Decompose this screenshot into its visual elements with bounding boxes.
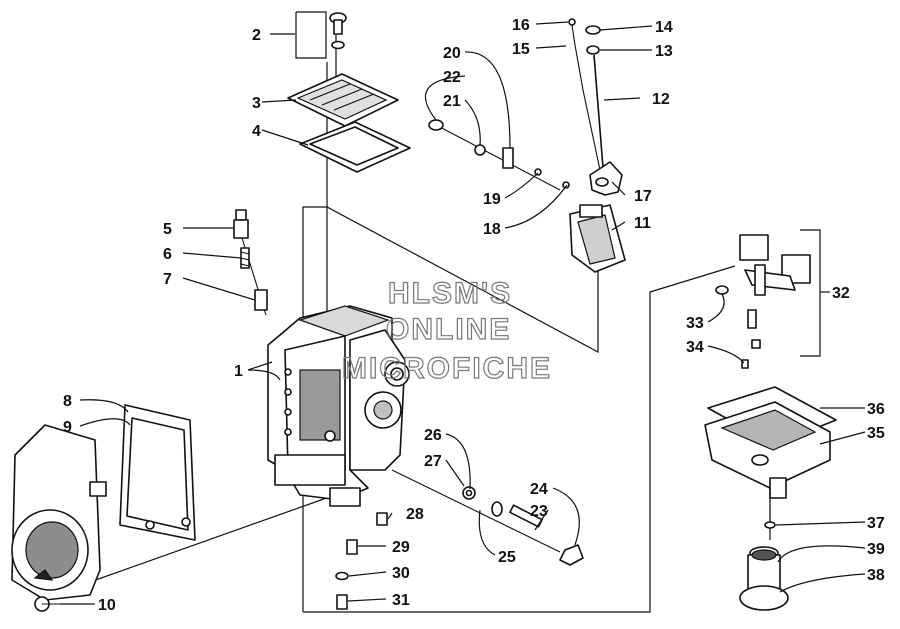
callout-12: 12 xyxy=(652,91,670,108)
callout-27: 27 xyxy=(424,453,442,470)
callout-24: 24 xyxy=(530,481,548,498)
intake-adapter-part-9 xyxy=(11,424,107,601)
callout-34: 34 xyxy=(686,339,704,356)
callout-5: 5 xyxy=(163,221,172,238)
screw-washer-part-2 xyxy=(329,12,347,50)
callout-11: 11 xyxy=(634,215,651,232)
watermark-line-2: ONLINE xyxy=(386,313,511,346)
callout-14: 14 xyxy=(655,19,673,36)
callout-labels: 2 3 4 5 6 7 1 8 9 10 16 15 14 13 12 20 2… xyxy=(63,17,885,614)
callout-15: 15 xyxy=(512,41,530,58)
jets-parts-28-31 xyxy=(335,512,388,610)
callout-37: 37 xyxy=(867,515,885,532)
callout-3: 3 xyxy=(252,95,261,112)
callout-17: 17 xyxy=(634,188,652,205)
callout-32: 32 xyxy=(832,285,850,302)
gasket-part-4 xyxy=(299,121,411,173)
callout-38: 38 xyxy=(867,567,885,584)
callout-29: 29 xyxy=(392,539,410,556)
callout-20: 20 xyxy=(443,45,461,62)
callout-26: 26 xyxy=(424,427,442,444)
watermark-line-1: HLSM'S xyxy=(388,277,512,310)
callout-25: 25 xyxy=(498,549,516,566)
float-part-11 xyxy=(569,204,626,273)
callout-8: 8 xyxy=(63,393,72,410)
drain-plug-parts-38-39 xyxy=(739,546,789,611)
callout-19: 19 xyxy=(483,191,501,208)
callout-39: 39 xyxy=(867,541,885,558)
callout-1: 1 xyxy=(234,363,243,380)
watermark-line-3: MICROFICHE xyxy=(342,352,552,385)
callout-7: 7 xyxy=(163,271,172,288)
carburetor-body-part-1 xyxy=(267,305,410,507)
callout-13: 13 xyxy=(655,43,673,60)
top-cover-part-3 xyxy=(287,73,399,127)
callout-28: 28 xyxy=(406,506,424,523)
needle-assembly-parts-12-17 xyxy=(568,18,623,196)
callout-36: 36 xyxy=(867,401,885,418)
callout-leaders xyxy=(60,11,866,605)
callout-22: 22 xyxy=(443,69,461,86)
callout-4: 4 xyxy=(252,123,261,140)
callout-16: 16 xyxy=(512,17,530,34)
callout-31: 31 xyxy=(392,592,410,609)
callout-33: 33 xyxy=(686,315,704,332)
intake-gasket-part-8 xyxy=(119,404,196,541)
callout-10: 10 xyxy=(98,597,116,614)
callout-23: 23 xyxy=(530,503,548,520)
watermark: HLSM'S ONLINE MICROFICHE xyxy=(341,276,552,385)
callout-21: 21 xyxy=(443,93,461,110)
callout-2: 2 xyxy=(252,27,261,44)
callout-6: 6 xyxy=(163,246,172,263)
callout-9: 9 xyxy=(63,419,72,436)
float-arm-assembly-parts-32-34 xyxy=(715,234,811,369)
callout-35: 35 xyxy=(867,425,885,442)
callout-30: 30 xyxy=(392,565,410,582)
screw-part-37 xyxy=(764,490,776,529)
float-bowl-parts-35-36 xyxy=(704,386,837,499)
adjusting-screw-parts-23-27 xyxy=(391,469,584,566)
callout-18: 18 xyxy=(483,221,501,238)
shaft-spacers-parts-18-22 xyxy=(428,119,570,191)
